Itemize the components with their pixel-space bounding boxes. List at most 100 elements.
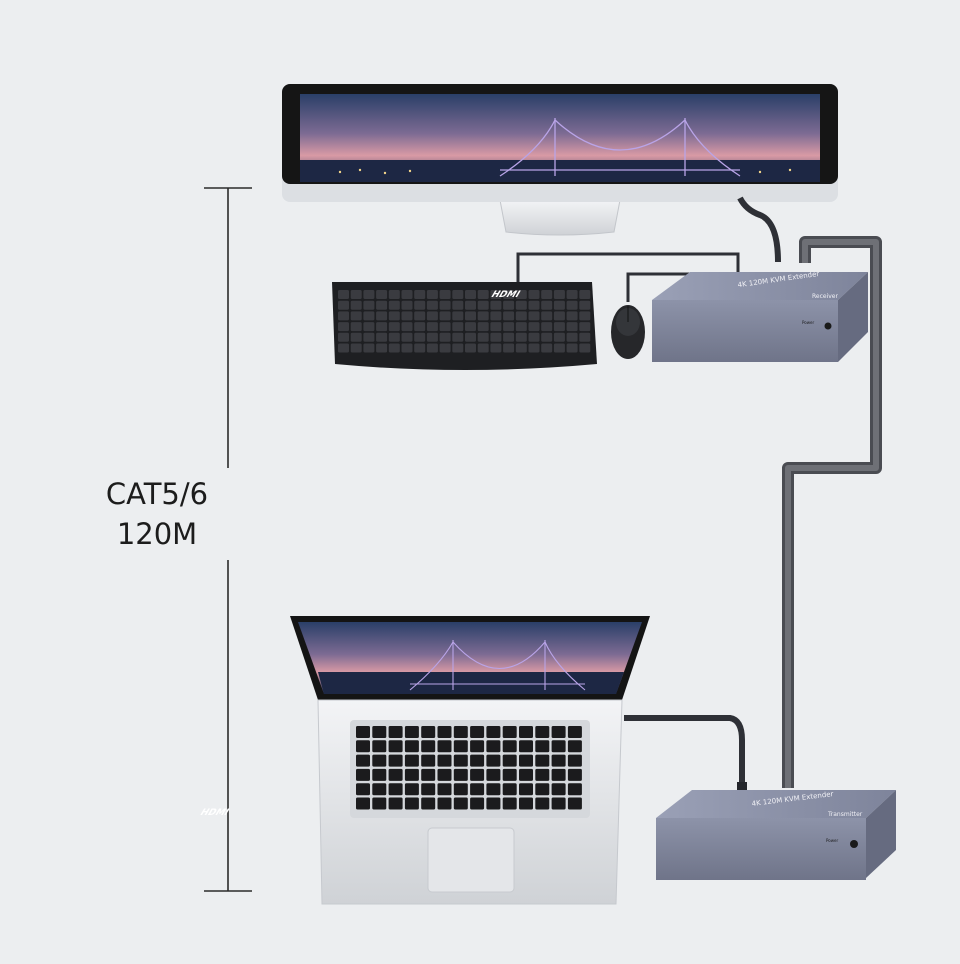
key bbox=[401, 311, 413, 321]
key bbox=[551, 740, 566, 753]
key bbox=[376, 332, 388, 342]
key bbox=[465, 322, 476, 332]
key bbox=[551, 726, 566, 738]
key bbox=[338, 290, 349, 299]
keyboard bbox=[332, 282, 597, 370]
network-cable bbox=[782, 236, 882, 788]
key bbox=[502, 726, 517, 738]
key bbox=[363, 343, 375, 353]
key bbox=[421, 768, 436, 781]
key bbox=[426, 343, 438, 353]
key bbox=[356, 783, 370, 796]
key bbox=[404, 768, 419, 781]
key bbox=[356, 726, 370, 738]
key bbox=[421, 726, 436, 738]
laptop-hdmi-cable bbox=[624, 715, 745, 808]
key bbox=[421, 754, 436, 767]
key bbox=[566, 300, 578, 310]
key bbox=[376, 343, 388, 353]
transmitter-unit: HDMI 4K 120M KVM Extender Transmitter Po… bbox=[198, 790, 896, 880]
key bbox=[579, 311, 591, 321]
key bbox=[401, 343, 413, 353]
key bbox=[388, 322, 400, 332]
key bbox=[486, 768, 501, 781]
transmitter-power-port bbox=[850, 840, 858, 848]
transmitter-brand-logo: HDMI bbox=[198, 808, 231, 818]
key bbox=[553, 343, 565, 353]
key bbox=[363, 332, 375, 342]
key bbox=[490, 300, 502, 310]
key bbox=[470, 740, 485, 753]
keyboard-cable bbox=[516, 252, 740, 282]
key bbox=[486, 797, 501, 810]
key bbox=[350, 311, 362, 321]
distance-label: CAT5/6 120M bbox=[82, 474, 232, 554]
receiver-power-port bbox=[824, 322, 832, 330]
key bbox=[535, 768, 550, 781]
key bbox=[437, 754, 452, 767]
key bbox=[551, 797, 566, 810]
key bbox=[503, 311, 515, 321]
key bbox=[579, 300, 591, 310]
key bbox=[404, 740, 419, 753]
key bbox=[503, 332, 515, 342]
key bbox=[503, 300, 515, 310]
key bbox=[477, 290, 489, 299]
key bbox=[519, 740, 533, 753]
key bbox=[535, 754, 550, 767]
key bbox=[401, 300, 413, 310]
receiver-role-label: Receiver bbox=[812, 293, 838, 300]
key bbox=[388, 300, 400, 310]
laptop bbox=[290, 616, 650, 905]
key bbox=[376, 322, 388, 332]
key bbox=[566, 343, 578, 353]
key bbox=[528, 332, 540, 342]
key bbox=[437, 740, 452, 753]
key bbox=[551, 768, 566, 781]
receiver-brand-logo: HDMI bbox=[489, 290, 522, 300]
key bbox=[519, 726, 533, 738]
key bbox=[453, 768, 468, 781]
key bbox=[566, 290, 578, 299]
key bbox=[414, 332, 426, 342]
mouse bbox=[611, 305, 645, 359]
key bbox=[502, 754, 517, 767]
key bbox=[502, 783, 517, 796]
key bbox=[515, 300, 527, 310]
key bbox=[401, 332, 413, 342]
key bbox=[515, 311, 527, 321]
key bbox=[566, 311, 578, 321]
key bbox=[388, 783, 403, 796]
key bbox=[477, 300, 489, 310]
key bbox=[414, 343, 426, 353]
key bbox=[372, 740, 387, 753]
key bbox=[363, 322, 375, 332]
monitor-bridge-image bbox=[499, 118, 741, 177]
laptop-trackpad bbox=[427, 827, 515, 893]
key bbox=[372, 768, 387, 781]
key bbox=[414, 311, 426, 321]
key bbox=[356, 754, 370, 767]
key bbox=[350, 300, 362, 310]
key bbox=[350, 322, 362, 332]
key bbox=[528, 322, 540, 332]
key bbox=[426, 322, 438, 332]
key bbox=[579, 343, 591, 353]
key bbox=[541, 300, 553, 310]
key bbox=[553, 322, 565, 332]
key bbox=[579, 332, 591, 342]
key bbox=[421, 740, 436, 753]
key bbox=[515, 290, 527, 299]
key bbox=[338, 332, 349, 342]
key bbox=[372, 783, 387, 796]
key bbox=[439, 290, 451, 299]
key bbox=[551, 783, 566, 796]
key bbox=[372, 797, 387, 810]
key bbox=[567, 740, 582, 753]
key bbox=[388, 740, 403, 753]
key bbox=[414, 290, 426, 299]
key bbox=[567, 783, 582, 796]
key bbox=[426, 332, 438, 342]
key bbox=[519, 768, 533, 781]
key bbox=[426, 290, 438, 299]
